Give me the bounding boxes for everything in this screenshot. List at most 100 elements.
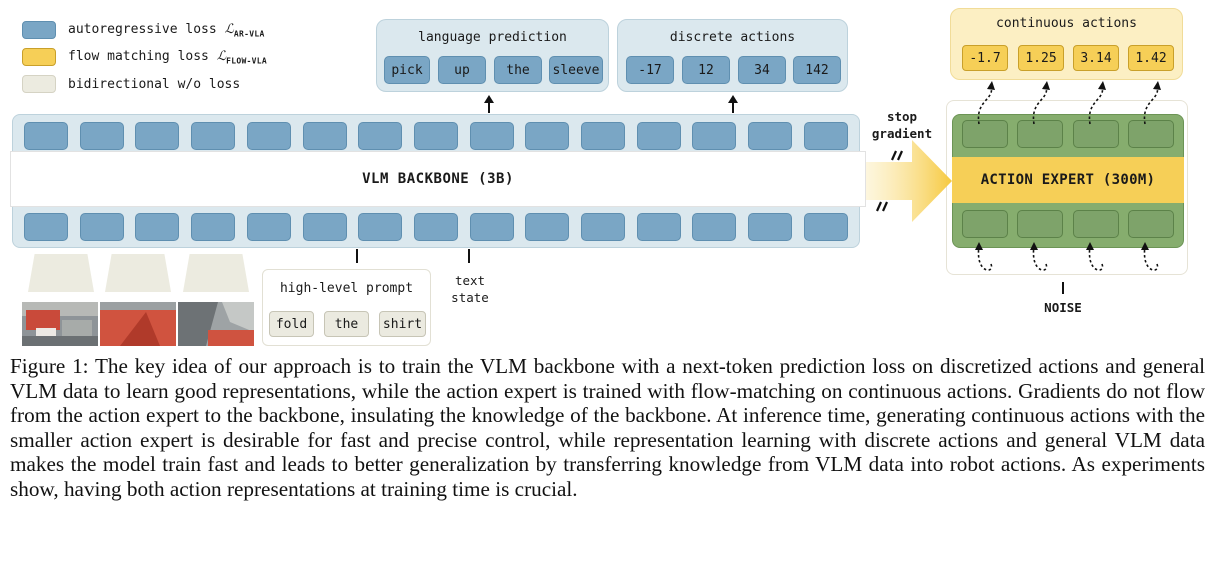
expert-token — [962, 120, 1008, 148]
legend-label: autoregressive loss ℒAR-VLA — [68, 21, 265, 39]
expert-top-loop — [1143, 85, 1159, 125]
figure-caption-text: The key idea of our approach is to train… — [10, 354, 1205, 501]
stop-gradient-marks — [875, 150, 904, 212]
expert-bottom-loop — [1032, 245, 1048, 271]
text-state-label: text state — [440, 272, 500, 306]
discrete-action-token: 142 — [793, 56, 841, 84]
language-token: sleeve — [549, 56, 603, 84]
prompt-token: fold — [269, 311, 314, 337]
continuous-action-token: 1.25 — [1018, 45, 1064, 71]
input-ticks — [356, 249, 1064, 294]
backbone-token — [413, 213, 458, 241]
continuous-actions-panel: continuous actions -1.7 1.25 3.14 1.42 — [950, 8, 1183, 80]
backbone-token — [469, 213, 514, 241]
expert-token — [1017, 120, 1063, 148]
backbone-token — [692, 213, 737, 241]
text-state-line1: text — [454, 273, 486, 288]
expert-bottom-loop — [1143, 245, 1159, 271]
continuous-action-token: 3.14 — [1073, 45, 1119, 71]
discrete-action-token: 12 — [682, 56, 730, 84]
expert-dashed-loops — [975, 81, 1161, 271]
legend-label: flow matching loss ℒFLOW-VLA — [68, 48, 268, 66]
expert-token — [1128, 120, 1174, 148]
backbone-token — [135, 122, 180, 150]
backbone-token — [135, 213, 180, 241]
expert-token — [1128, 210, 1174, 238]
expert-top-loop — [1088, 85, 1104, 125]
expert-token — [962, 210, 1008, 238]
backbone-token — [79, 213, 124, 241]
image-token — [183, 254, 249, 292]
language-token: the — [494, 56, 542, 84]
robot-camera-image — [100, 302, 176, 346]
backbone-token — [246, 213, 291, 241]
expert-top-loop-arrowhead — [1153, 81, 1161, 90]
backbone-token — [246, 122, 291, 150]
legend-item-ar-loss: autoregressive loss ℒAR-VLA — [22, 20, 265, 40]
text-state-line2: state — [451, 290, 489, 305]
backbone-token — [636, 122, 681, 150]
continuous-action-token: 1.42 — [1128, 45, 1174, 71]
expert-bottom-loop — [1088, 245, 1104, 271]
figure-caption-label: Figure 1: — [10, 354, 89, 378]
expert-token — [1073, 120, 1119, 148]
robot-camera-image — [178, 302, 254, 346]
expert-top-loop — [1032, 85, 1048, 125]
expert-bottom-loop-arrowhead — [975, 242, 983, 250]
legend-item-bidirectional: bidirectional w/o loss — [22, 74, 240, 94]
legend-item-flow-loss: flow matching loss ℒFLOW-VLA — [22, 47, 267, 67]
expert-token — [1017, 210, 1063, 238]
backbone-token — [24, 213, 68, 241]
legend-swatch-beige — [22, 75, 56, 93]
discrete-actions-title: discrete actions — [669, 30, 796, 45]
language-prediction-panel: language prediction pick up the sleeve — [376, 19, 609, 92]
expert-top-loop — [977, 85, 993, 125]
stop-gradient-arrow — [866, 140, 952, 222]
continuous-actions-title: continuous actions — [996, 16, 1137, 31]
robot-camera-image — [22, 302, 98, 346]
stop-gradient-label: stop gradient — [862, 108, 942, 142]
backbone-token — [413, 122, 458, 150]
backbone-token — [692, 122, 737, 150]
backbone-token — [581, 122, 625, 150]
backbone-token — [302, 213, 347, 241]
language-prediction-title: language prediction — [418, 30, 567, 45]
continuous-action-token: -1.7 — [962, 45, 1008, 71]
action-expert-label: ACTION EXPERT (300M) — [980, 172, 1156, 188]
expert-top-loop-arrowhead — [1042, 81, 1050, 90]
legend-swatch-blue — [22, 21, 56, 39]
high-level-prompt-title: high-level prompt — [279, 281, 414, 296]
language-token: pick — [384, 56, 430, 84]
image-token — [105, 254, 171, 292]
stop-gradient-line2: gradient — [871, 126, 933, 141]
vlm-backbone-label: VLM BACKBONE (3B) — [362, 171, 514, 187]
expert-bottom-loop-arrowhead — [1141, 242, 1149, 250]
legend-label: bidirectional w/o loss — [68, 76, 241, 92]
high-level-prompt-panel: high-level prompt fold the shirt — [262, 269, 431, 346]
backbone-token — [79, 122, 124, 150]
language-token: up — [438, 56, 486, 84]
backbone-token — [803, 213, 848, 241]
backbone-token — [24, 122, 68, 150]
discrete-actions-panel: discrete actions -17 12 34 142 — [617, 19, 848, 92]
action-expert-band: ACTION EXPERT (300M) — [952, 157, 1184, 203]
backbone-token — [581, 213, 625, 241]
expert-token — [1073, 210, 1119, 238]
image-token — [28, 254, 94, 292]
backbone-token — [748, 122, 793, 150]
backbone-token — [748, 213, 793, 241]
backbone-token — [525, 213, 570, 241]
prompt-token: shirt — [379, 311, 426, 337]
connector-overlay — [356, 81, 1161, 294]
backbone-token — [191, 213, 236, 241]
figure-caption: Figure 1: The key idea of our approach i… — [10, 354, 1205, 501]
expert-bottom-loop-arrowhead — [1086, 242, 1094, 250]
output-arrows — [484, 95, 738, 113]
vlm-backbone-band: VLM BACKBONE (3B) — [10, 151, 866, 207]
backbone-token — [302, 122, 347, 150]
noise-label: NOISE — [1044, 300, 1082, 315]
backbone-token — [469, 122, 514, 150]
expert-top-loop-arrowhead — [987, 81, 995, 90]
legend-swatch-yellow — [22, 48, 56, 66]
prompt-token: the — [324, 311, 369, 337]
